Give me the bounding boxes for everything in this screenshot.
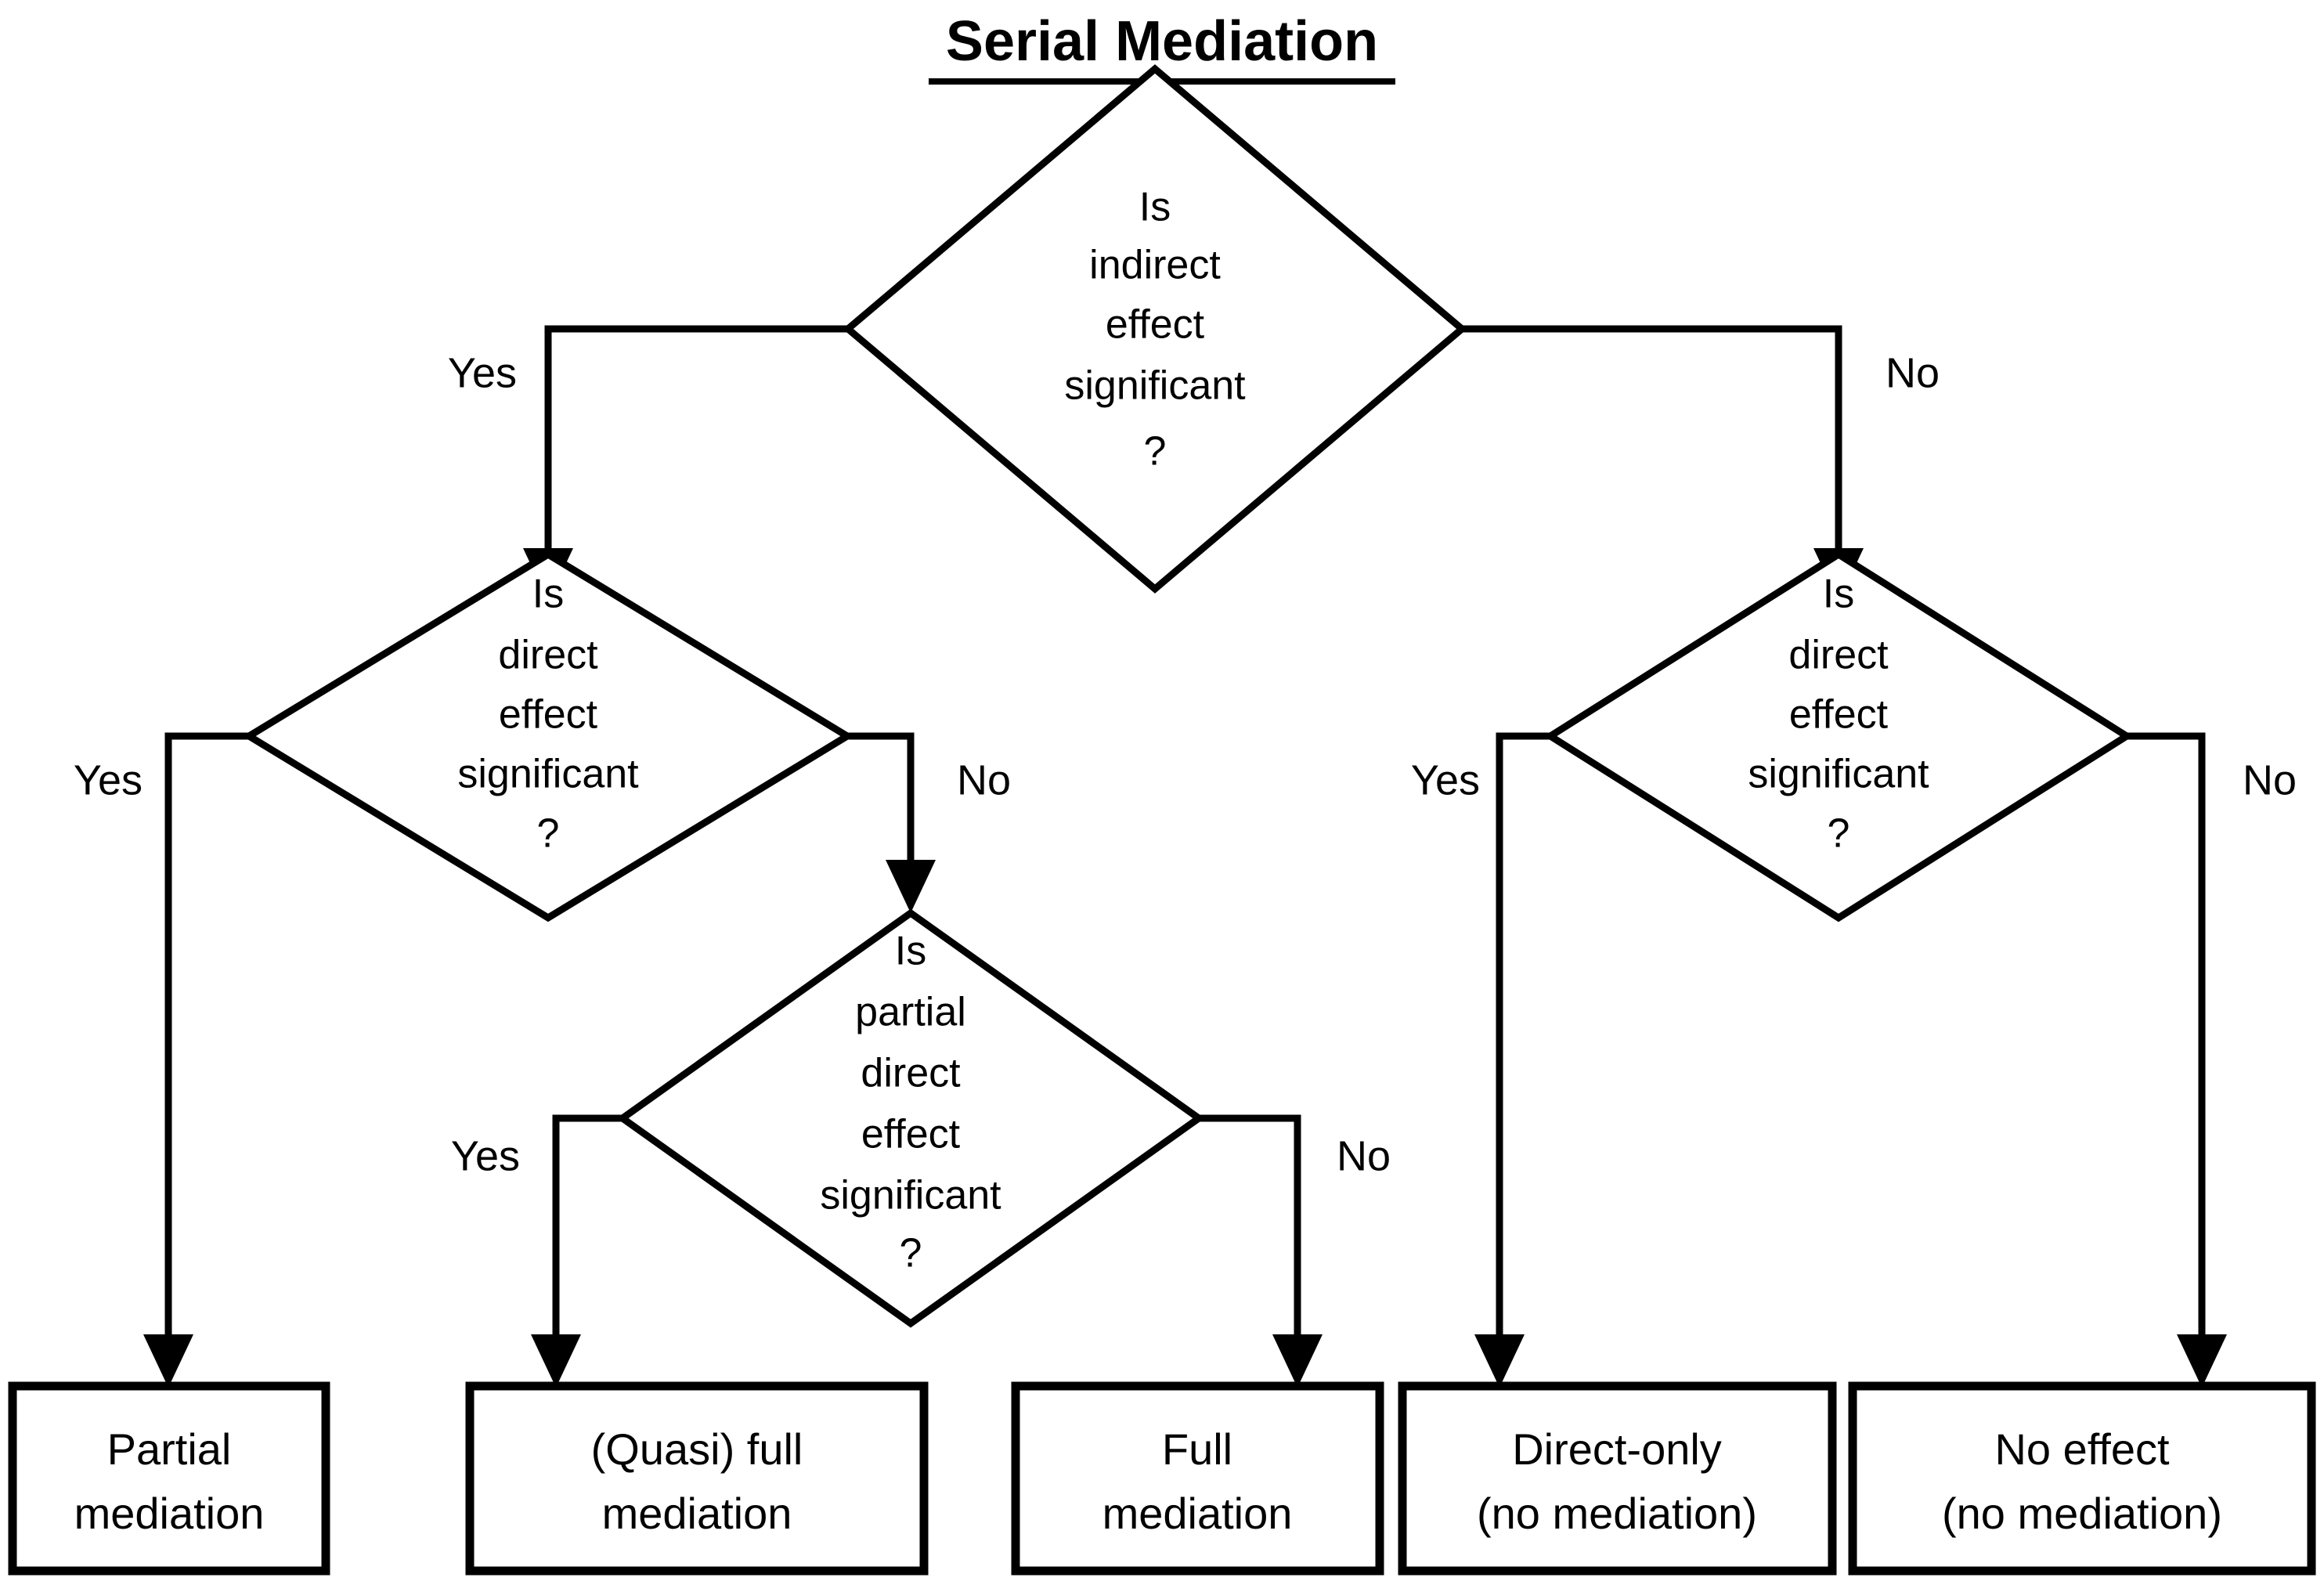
edge-label-indirect-yes: Yes [448, 349, 517, 396]
outcome-quasi-full-mediation[interactable]: (Quasi) full mediation [465, 1381, 929, 1576]
decision-partial-line-4: significant [820, 1173, 1001, 1218]
arrowhead-icon [886, 860, 936, 913]
outcome-partial-line-1: mediation [74, 1489, 265, 1538]
edge-label-partial-no: No [1337, 1132, 1391, 1179]
decision-partial-line-2: direct [861, 1051, 961, 1096]
outcome-box-shape [1398, 1381, 1837, 1576]
decision-direct-left-line-2: effect [499, 692, 598, 738]
decision-direct-left-line-4: ? [537, 811, 560, 857]
edge-direct-right-no: No [2127, 732, 2297, 1388]
arrowhead-icon [143, 1334, 193, 1388]
decision-indirect-line-2: effect [1106, 302, 1205, 348]
decision-indirect-line-3: significant [1064, 363, 1246, 409]
diamond-shape [242, 550, 854, 922]
decision-partial-line-5: ? [900, 1231, 922, 1276]
decision-direct-left-line-0: Is [532, 572, 564, 617]
decision-indirect-line-4: ? [1144, 429, 1167, 475]
outcome-box-shape [1848, 1381, 2316, 1576]
outcome-no-effect[interactable]: No effect (no mediation) [1848, 1381, 2316, 1576]
edge-indirect-yes: Yes [448, 325, 848, 601]
decision-indirect-line-1: indirect [1089, 243, 1221, 288]
arrowhead-icon [1272, 1334, 1323, 1388]
page-title: Serial Mediation [929, 10, 1395, 85]
edge-label-indirect-no: No [1886, 349, 1940, 396]
decision-direct-right-line-3: significant [1748, 752, 1929, 797]
decision-indirect-effect[interactable]: Is indirect effect significant ? [843, 64, 1467, 594]
outcome-box-shape [465, 1381, 929, 1576]
arrowhead-icon [531, 1334, 581, 1388]
edge-direct-left-yes: Yes [74, 732, 249, 1388]
edge-partial-yes: Yes [451, 1114, 622, 1388]
edge-direct-left-no: No [847, 732, 1011, 913]
outcome-quasi-line-1: mediation [602, 1489, 792, 1538]
edge-partial-no: No [1199, 1114, 1391, 1388]
decision-direct-left-line-1: direct [498, 633, 598, 678]
outcome-full-line-0: Full [1162, 1424, 1232, 1474]
decision-partial-direct-effect[interactable]: Is partial direct effect significant ? [616, 908, 1205, 1328]
edge-label-direct-right-yes: Yes [1411, 756, 1480, 803]
decision-direct-right-line-1: direct [1788, 633, 1889, 678]
decision-indirect-line-0: Is [1139, 185, 1171, 230]
outcome-direct-only-line-0: Direct-only [1512, 1424, 1722, 1474]
decision-direct-right-line-2: effect [1789, 692, 1889, 738]
decision-direct-effect-right[interactable]: Is direct effect significant ? [1543, 550, 2134, 922]
outcome-box-shape [1011, 1381, 1384, 1576]
outcome-full-mediation[interactable]: Full mediation [1011, 1381, 1384, 1576]
diamond-shape [616, 908, 1205, 1328]
diamond-shape [843, 64, 1467, 594]
edge-label-partial-yes: Yes [451, 1132, 520, 1179]
outcome-partial-line-0: Partial [107, 1424, 232, 1474]
outcome-direct-only-line-1: (no mediation) [1477, 1489, 1757, 1538]
arrowhead-icon [2177, 1334, 2227, 1388]
outcome-box-shape [8, 1381, 330, 1576]
outcome-no-effect-line-0: No effect [1994, 1424, 2170, 1474]
outcome-full-line-1: mediation [1102, 1489, 1293, 1538]
decision-direct-left-line-3: significant [457, 752, 639, 797]
edge-indirect-no: No [1462, 325, 1940, 601]
edge-direct-right-yes: Yes [1411, 732, 1550, 1388]
outcome-direct-only[interactable]: Direct-only (no mediation) [1398, 1381, 1837, 1576]
edge-label-direct-right-no: No [2243, 756, 2297, 803]
outcome-no-effect-line-1: (no mediation) [1942, 1489, 2222, 1538]
arrowhead-icon [1474, 1334, 1525, 1388]
decision-partial-line-3: effect [861, 1112, 961, 1157]
edge-label-direct-left-yes: Yes [74, 756, 143, 803]
outcome-quasi-line-0: (Quasi) full [591, 1424, 803, 1474]
decision-partial-line-1: partial [855, 990, 966, 1035]
edge-label-direct-left-no: No [957, 756, 1011, 803]
decision-partial-line-0: Is [895, 929, 926, 974]
outcome-partial-mediation[interactable]: Partial mediation [8, 1381, 330, 1576]
decision-direct-right-line-0: Is [1823, 572, 1854, 617]
decision-direct-right-line-4: ? [1828, 811, 1850, 857]
diamond-shape [1543, 550, 2134, 922]
page-title-text: Serial Mediation [946, 10, 1378, 73]
decision-direct-effect-left[interactable]: Is direct effect significant ? [242, 550, 854, 922]
